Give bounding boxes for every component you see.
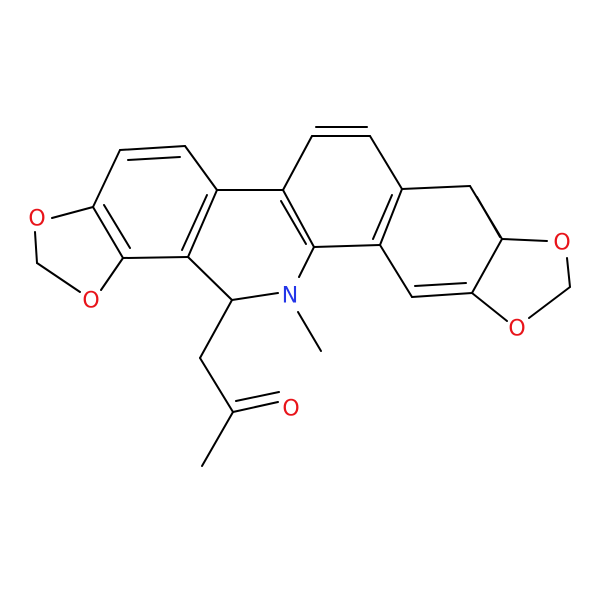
bond: [298, 246, 315, 278]
bond: [119, 145, 186, 151]
bond: [528, 286, 571, 319]
bond: [92, 206, 124, 259]
bond: [92, 149, 121, 208]
bond: [181, 194, 208, 251]
bond: [187, 189, 218, 258]
bond: [201, 411, 234, 467]
atom-label-oxygen-left-lower: O: [82, 289, 99, 314]
atom-label-nitrogen: N: [282, 284, 298, 309]
atom-labels: O O O O O N: [28, 207, 570, 422]
bond: [501, 238, 548, 242]
bond: [36, 262, 81, 293]
bond: [231, 292, 279, 301]
bond: [372, 194, 393, 240]
bond: [184, 145, 218, 191]
bond: [471, 238, 503, 294]
bond-lines: [34, 126, 571, 467]
bond: [282, 135, 313, 191]
bond: [280, 200, 307, 245]
bond: [232, 401, 279, 413]
bond: [313, 244, 381, 248]
bond: [282, 189, 315, 248]
bond: [414, 282, 467, 287]
bond: [199, 299, 233, 359]
bond: [51, 206, 94, 219]
bond: [411, 292, 473, 298]
bond: [199, 357, 234, 413]
bond: [122, 256, 189, 259]
bond: [34, 231, 38, 264]
bond: [566, 257, 571, 288]
atom-label-oxygen-right-lower: O: [508, 317, 525, 342]
bond: [127, 156, 181, 161]
atom-label-oxygen-left-upper: O: [28, 207, 45, 232]
bond: [297, 311, 322, 352]
bond: [476, 196, 501, 238]
bond: [401, 185, 471, 190]
atom-label-oxygen-right-upper: O: [553, 231, 570, 256]
bond: [103, 204, 131, 249]
bond: [471, 292, 508, 322]
bond: [100, 257, 124, 291]
bond: [235, 391, 280, 402]
bond: [187, 256, 233, 301]
bond: [379, 188, 403, 246]
bond: [379, 244, 413, 298]
atom-label-oxygen-carbonyl: O: [282, 397, 299, 422]
bond: [369, 135, 403, 190]
